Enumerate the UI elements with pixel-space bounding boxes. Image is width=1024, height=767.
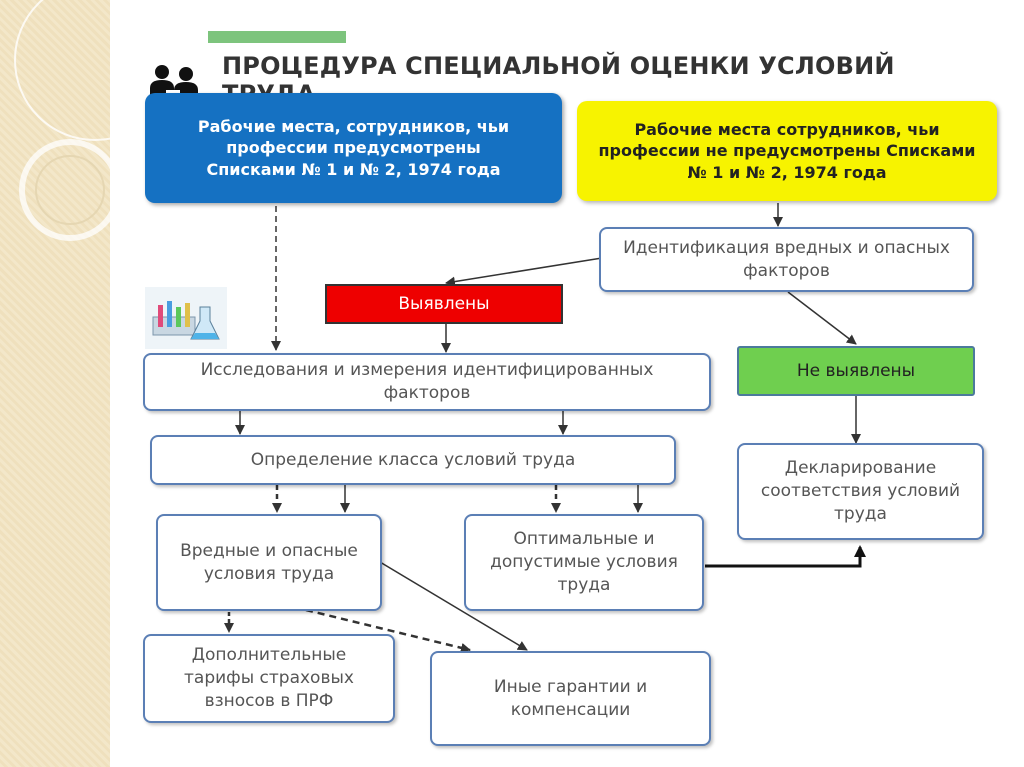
harmful-conditions-box: Вредные и опасные условия труда bbox=[156, 514, 382, 611]
title-accent-bar bbox=[208, 31, 346, 43]
found-box: Выявлены bbox=[325, 284, 563, 324]
additional-tariffs-box: Дополнительные тарифы страховых взносов … bbox=[143, 634, 395, 723]
not-listed-workplaces-box: Рабочие места сотрудников, чьи профессии… bbox=[577, 101, 997, 201]
lab-glassware-icon bbox=[145, 287, 227, 349]
page-title: ПРОЦЕДУРА СПЕЦИАЛЬНОЙ ОЦЕНКИ УСЛОВИЙ ТРУ… bbox=[222, 52, 895, 108]
optimal-conditions-box: Оптимальные и допустимые условия труда bbox=[464, 514, 704, 611]
listed-workplaces-box: Рабочие места, сотрудников, чьи професси… bbox=[145, 93, 562, 203]
guarantees-box: Иные гарантии и компенсации bbox=[430, 651, 711, 746]
decorative-circles bbox=[14, 0, 110, 241]
not-found-box: Не выявлены bbox=[737, 346, 975, 396]
decorative-sidebar bbox=[0, 0, 110, 767]
declaration-box: Декларирование соответствия условий труд… bbox=[737, 443, 984, 540]
identification-box: Идентификация вредных и опасных факторов bbox=[599, 227, 974, 292]
class-definition-box: Определение класса условий труда bbox=[150, 435, 676, 485]
research-box: Исследования и измерения идентифицирован… bbox=[143, 353, 711, 411]
